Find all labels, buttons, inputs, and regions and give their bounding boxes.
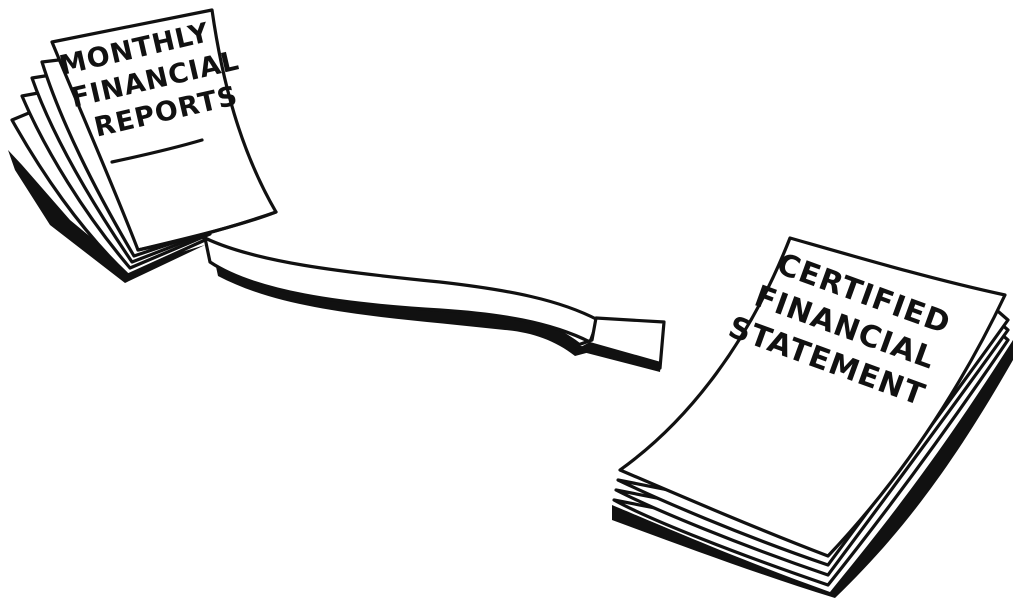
certified-statement-stack: CERTIFIED FINANCIAL STATEMENT — [612, 238, 1013, 598]
monthly-reports-stack: MONTHLY FINANCIAL REPORTS — [8, 10, 276, 283]
flow-arrow — [205, 238, 664, 372]
